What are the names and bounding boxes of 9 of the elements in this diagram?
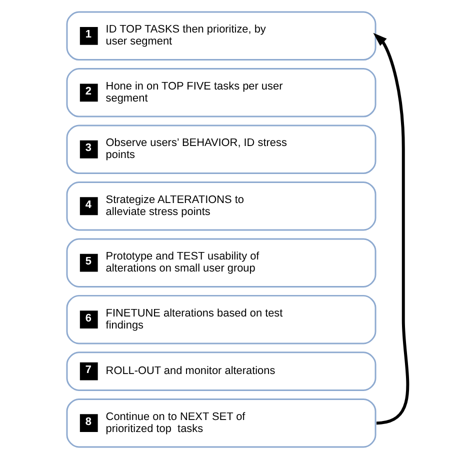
node-box: 7 ROLL-OUT and monitor alterations (66, 352, 376, 391)
node-box: 8 Continue on to NEXT SET of prioritized top tasks (66, 398, 376, 448)
node-box: 6 FINETUNE alterations based on test findings (66, 294, 376, 344)
node-box: 4 Strategize ALTERATIONS to alleviate stress points (66, 181, 376, 231)
node-box: 2 Hone in on TOP FIVE tasks per user segment (66, 68, 376, 118)
arrow (372, 32, 409, 425)
node-box: 3 Observe users’ BEHAVIOR, ID stress points (66, 124, 376, 174)
node-box: 5 Prototype and TEST usability of alterations on small user group (66, 238, 376, 288)
node-box: 1 ID TOP TASKS then prioritize, by user segment (66, 11, 376, 61)
